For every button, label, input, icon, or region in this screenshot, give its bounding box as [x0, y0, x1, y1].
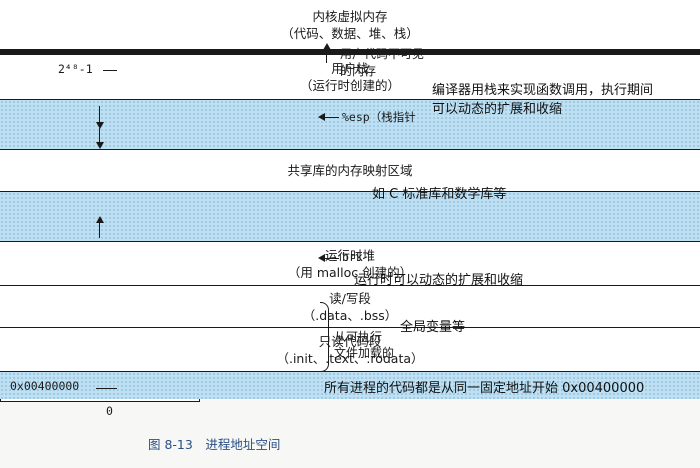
heap-note: 运行时可以动态的扩展和收缩: [354, 273, 524, 288]
shared-lib-note: 如 C 标准库和数学库等: [372, 187, 507, 202]
segment-user-stack-title: 用户栈: [331, 61, 369, 76]
segment-user-stack-desc: （运行时创建的）: [299, 78, 400, 93]
zero-address-label: 0: [106, 404, 113, 418]
segment-kernel-title: 内核虚拟内存: [312, 8, 388, 24]
segment-shared-lib-title: 共享库的内存映射区域: [287, 163, 413, 178]
segment-user-stack: 用户栈 （运行时创建的）: [0, 55, 700, 100]
base-address-note: 所有进程的代码都是从同一固定地址开始 0x00400000: [324, 381, 645, 396]
segment-rw-title: 读/写段: [329, 290, 371, 306]
segment-heap: 运行时堆 （用 malloc 创建的）: [0, 242, 700, 286]
brk-pointer-line: [325, 258, 339, 259]
invisible-up-arrow-icon: [322, 43, 331, 50]
address-space-diagram: 内核虚拟内存 （代码、数据、堆、栈） 用户栈 （运行时创建的） 共享库的内存映射…: [0, 0, 700, 402]
brk-pointer-icon: [318, 254, 325, 262]
heap-grow-arrow-icon: [95, 216, 104, 223]
segment-shared-lib: 共享库的内存映射区域: [0, 150, 700, 192]
top-address-tick: [103, 70, 117, 71]
global-var-note: 全局变量等: [400, 320, 466, 335]
base-address-tick: [96, 388, 117, 389]
segment-ro-title: 只读代码段: [318, 333, 382, 349]
esp-label: %esp（栈指针: [342, 110, 416, 124]
segment-ro-desc: （.init、.text、.rodata）: [276, 350, 424, 366]
heap-grow-arrow-line: [99, 222, 101, 238]
segment-free-upper: [0, 100, 700, 150]
kernel-boundary-bar: [0, 50, 700, 55]
segment-kernel-desc: （代码、数据、堆、栈）: [281, 25, 419, 41]
top-address-label: 2⁴⁸-1: [58, 62, 93, 76]
stack-grow-arrow-line: [99, 106, 101, 124]
segment-heap-desc: （用 malloc 创建的）: [287, 264, 413, 280]
lib-arrow-icon: [95, 142, 104, 149]
stack-note: 编译器用栈来实现函数调用，执行期间 可以动态的扩展和收缩: [432, 83, 654, 117]
segment-reserved: [0, 372, 700, 399]
invisible-up-arrow-line: [326, 49, 328, 63]
loaded-from-file-label: 从可执行 文件加载的: [334, 330, 395, 360]
base-address-label: 0x00400000: [10, 379, 80, 393]
stack-grow-arrow-icon: [95, 122, 104, 129]
figure-caption: 图 8-13 进程地址空间: [148, 437, 281, 452]
segment-kernel: 内核虚拟内存 （代码、数据、堆、栈）: [0, 0, 700, 50]
segment-rw-desc: （.data、.bss）: [302, 307, 398, 323]
invisible-memory-label: 用户代码不可见 的内存: [340, 47, 425, 78]
segment-free-lower: [0, 192, 700, 242]
segment-ro: 只读代码段 （.init、.text、.rodata）: [0, 328, 700, 372]
lib-arrow-line: [99, 128, 101, 144]
loaded-brace-icon: [320, 302, 329, 372]
esp-pointer-icon: [318, 113, 325, 121]
segment-rw: 读/写段 （.data、.bss）: [0, 286, 700, 328]
esp-pointer-line: [325, 117, 339, 118]
brk-label: brk: [342, 250, 363, 264]
